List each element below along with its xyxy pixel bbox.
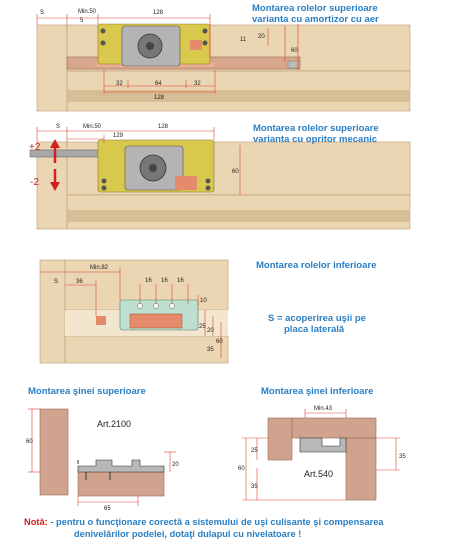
dim-128: 128 <box>158 124 169 130</box>
dim-5: 5 <box>80 18 84 24</box>
side-panel <box>39 408 69 496</box>
dim-16-c: 16 <box>177 278 184 284</box>
section-lower-rollers: S Min.82 36 16 16 16 10 25 20 35 60 Mont… <box>39 259 376 364</box>
dim-128-top: 128 <box>153 10 164 16</box>
section1-title-line2: varianta cu amortizor cu aer <box>252 14 379 25</box>
article-label: Art.2100 <box>97 419 131 429</box>
dim-60: 60 <box>291 48 298 54</box>
section3-title: Montarea rolelor inferioare <box>256 260 376 271</box>
bottom-board <box>64 335 229 364</box>
screw <box>202 40 208 46</box>
screw <box>205 178 211 184</box>
door-edge-bar <box>29 149 106 158</box>
dim-60: 60 <box>216 339 223 345</box>
dim-min43: Min.43 <box>314 406 333 412</box>
roller-body <box>129 313 183 329</box>
dim-128-bottom: 128 <box>154 95 165 101</box>
screw <box>100 40 106 46</box>
section1-title-line1: Montarea rolelor superioare <box>252 3 378 14</box>
section2-title-line2: varianta cu opritor mecanic <box>253 134 377 145</box>
dim-35-left: 35 <box>251 484 258 490</box>
screw <box>101 178 107 184</box>
height-adjust-arrows <box>50 139 60 191</box>
screw <box>101 185 107 191</box>
dim-60: 60 <box>232 169 239 175</box>
note-label: Notă: <box>24 517 48 527</box>
footer-note: Notă: - pentru o funcţionare corectă a s… <box>0 516 450 540</box>
section-lower-rail: Montarea şinei inferioare Min.43 60 25 3… <box>238 386 406 501</box>
roller-hub <box>146 42 154 50</box>
dim-35-right: 35 <box>399 454 406 460</box>
dim-129: 129 <box>113 133 124 139</box>
note-line2: denivelărilor podelei, dotaţi dulapul cu… <box>74 529 302 539</box>
track-strip <box>67 210 410 222</box>
hole <box>137 303 143 309</box>
dim-16-b: 16 <box>161 278 168 284</box>
hole <box>153 303 159 309</box>
hole <box>169 303 175 309</box>
dimension-lines <box>36 127 241 195</box>
side-panel-right <box>345 437 377 501</box>
label-plus-2: +2 <box>29 142 41 153</box>
adjuster-block <box>190 40 202 50</box>
s-definition-line1: S = acoperirea uşii pe <box>268 313 366 324</box>
dim-32-right: 32 <box>194 81 201 87</box>
dim-s: S <box>40 10 44 16</box>
section-upper-rollers-air-damper: S Min.50 5 128 11 20 60 32 64 32 128 Mon… <box>36 3 411 112</box>
roller-hub <box>149 164 157 172</box>
dim-s: S <box>54 279 58 285</box>
rail-profile <box>299 437 347 453</box>
screw <box>205 185 211 191</box>
dim-11: 11 <box>240 37 247 43</box>
section-upper-rail: Montarea şinei superioare 60 20 65 Art.2… <box>26 386 179 512</box>
dim-35: 35 <box>207 347 214 353</box>
label-minus-2: -2 <box>30 177 39 188</box>
dimension-lines <box>242 409 400 501</box>
section5-title: Montarea şinei inferioare <box>261 386 373 397</box>
dim-min82: Min.82 <box>90 265 109 271</box>
dim-60: 60 <box>26 439 33 445</box>
dim-64: 64 <box>155 81 162 87</box>
dim-32-left: 32 <box>116 81 123 87</box>
dim-s: S <box>56 124 60 130</box>
top-board <box>291 417 377 439</box>
screw <box>100 28 106 34</box>
dim-25: 25 <box>199 324 206 330</box>
dim-20: 20 <box>207 328 214 334</box>
s-definition-line2: placa laterală <box>284 324 345 335</box>
dim-min50: Min.50 <box>78 9 97 15</box>
dim-20: 20 <box>258 34 265 40</box>
track-strip <box>67 90 410 102</box>
dimension-lines <box>40 268 222 358</box>
section4-title: Montarea şinei superioare <box>28 386 146 397</box>
section-upper-rollers-mechanical-stop: +2 -2 S Min.50 129 128 60 Montarea rolel… <box>29 123 411 230</box>
dimension-lines <box>28 408 176 506</box>
dim-36: 36 <box>76 279 83 285</box>
dim-10: 10 <box>200 298 207 304</box>
section2-title-line1: Montarea rolelor superioare <box>253 123 379 134</box>
dim-16-a: 16 <box>145 278 152 284</box>
stop-block <box>175 176 197 190</box>
screw <box>202 28 208 34</box>
dimension-lines <box>36 14 299 94</box>
dim-65: 65 <box>104 506 111 512</box>
side-panel <box>39 259 66 364</box>
note-line1: - pentru o funcţionare corectă a sistemu… <box>47 517 384 527</box>
rail-end-cap <box>287 60 299 69</box>
article-label: Art.540 <box>304 469 333 479</box>
top-board <box>77 471 165 497</box>
dim-min50: Min.50 <box>83 124 102 130</box>
side-panel-left <box>267 417 293 461</box>
wheel-clip <box>96 316 106 325</box>
dim-25: 25 <box>251 448 258 454</box>
rail-profile <box>77 459 165 473</box>
dim-60: 60 <box>238 466 245 472</box>
side-panel <box>36 24 68 112</box>
dim-20: 20 <box>172 462 179 468</box>
